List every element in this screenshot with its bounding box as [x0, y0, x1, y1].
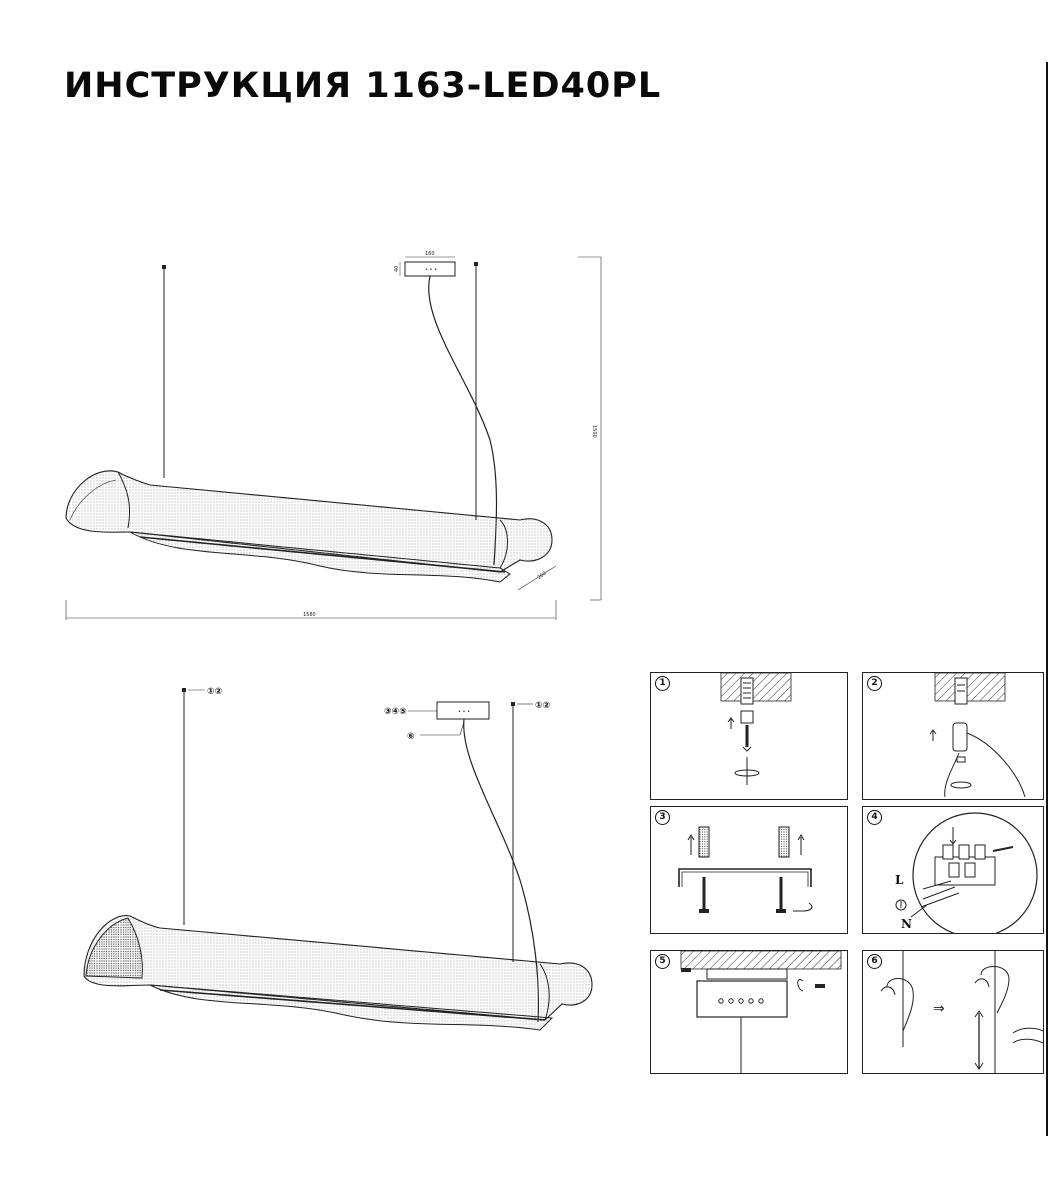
dim-canopy-height: 40	[394, 266, 400, 272]
page-edge-rule	[1046, 62, 1048, 1136]
dim-depth: 260	[536, 571, 547, 581]
svg-text:⇒: ⇒	[933, 1001, 945, 1017]
wire-label-l: L	[895, 873, 904, 887]
step-number: 4	[867, 810, 882, 825]
dim-total-length: 1580	[303, 612, 316, 618]
step-number: 1	[655, 676, 670, 691]
step-panel-2: 2	[862, 672, 1044, 800]
step-6-illustration: ⇒	[880, 951, 1043, 1073]
step-panel-3: 3	[650, 806, 848, 934]
step-2-illustration	[929, 673, 1026, 798]
step-5-illustration	[680, 951, 842, 1073]
step-panel-1: 1	[650, 672, 848, 800]
step-3-illustration	[678, 826, 813, 913]
dim-drop-height: 1500	[591, 425, 597, 438]
dim-canopy-width: 160	[425, 251, 435, 257]
step-4-illustration	[895, 812, 1038, 933]
step-1-illustration	[720, 673, 792, 785]
step-panel-5: 5	[650, 950, 848, 1074]
step-number: 2	[867, 676, 882, 691]
callout-canopy: ③④⑤	[384, 707, 407, 717]
step-number: 3	[655, 810, 670, 825]
parts-drawing: ①② ①② • • • ③④⑤ ⑥	[83, 687, 593, 1031]
page-title: ИНСТРУКЦИЯ 1163-LED40PL	[64, 66, 662, 106]
parts-canopy	[436, 701, 490, 720]
wire-label-n: N	[901, 917, 912, 931]
step-panel-6: 6 ⇒	[862, 950, 1044, 1074]
canopy-leds: • • •	[425, 267, 437, 273]
callout-left-wire: ①②	[207, 687, 222, 697]
parts-luminaire-body	[83, 915, 593, 1021]
luminaire-body-top	[65, 470, 553, 573]
step-number: 5	[655, 954, 670, 969]
step-number: 6	[867, 954, 882, 969]
callout-right-wire: ①②	[535, 701, 550, 711]
callout-cable: ⑥	[407, 732, 415, 742]
step-panel-4: 4 L N	[862, 806, 1044, 934]
svg-text:• • •: • • •	[458, 709, 470, 715]
